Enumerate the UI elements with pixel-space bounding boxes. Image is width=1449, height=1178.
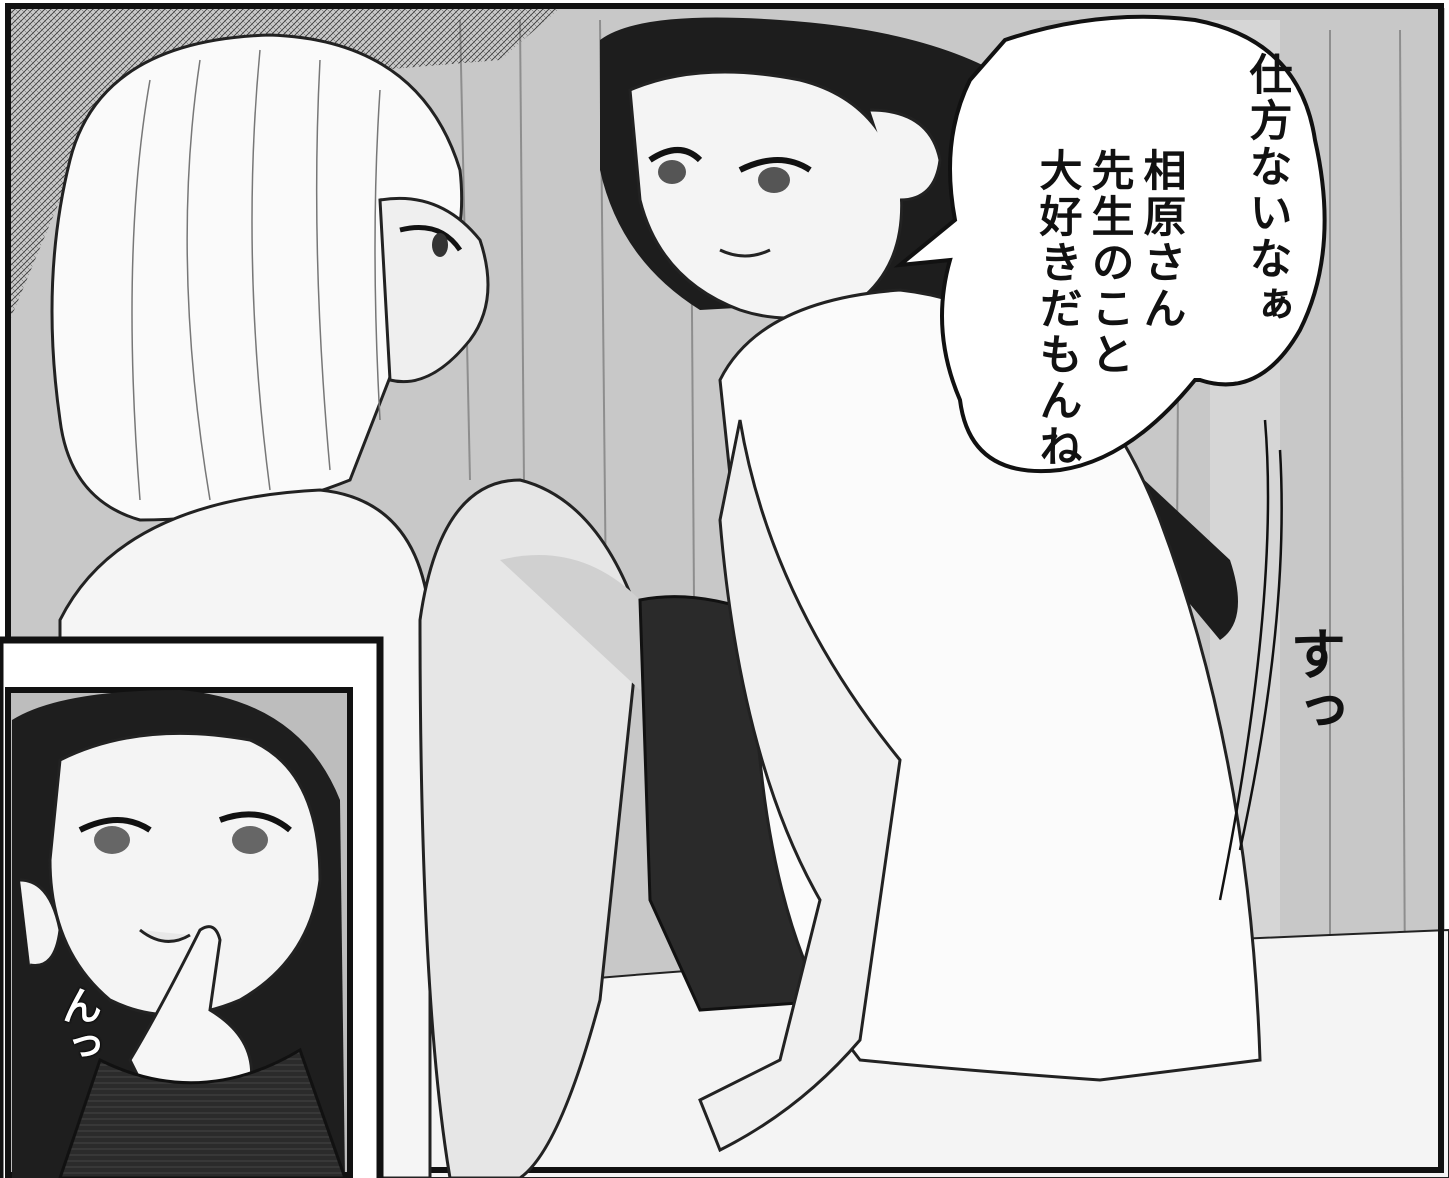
sfx-main-panel: すっ bbox=[1281, 625, 1346, 737]
speech-line-1: 仕方ないなぁ bbox=[1242, 52, 1292, 328]
inset-girl-sweater bbox=[58, 1047, 347, 1178]
inset-girl-face bbox=[48, 731, 322, 1017]
legs bbox=[418, 478, 642, 1178]
speech-bubble bbox=[893, 14, 1327, 474]
speech-line-3: 先生のこと bbox=[1084, 148, 1134, 378]
blonde-girl-face bbox=[378, 196, 490, 384]
dark-girl-face bbox=[628, 70, 904, 320]
speech-line-2: 相原さん bbox=[1136, 148, 1186, 332]
dark-girl-arm bbox=[698, 419, 902, 1153]
inset-panel bbox=[0, 636, 384, 1178]
motion-lines bbox=[1218, 419, 1283, 901]
sfx-inset-panel: んっ bbox=[55, 985, 101, 1065]
speech-bubble-shape bbox=[893, 14, 1327, 474]
speech-line-4: 大好きだもんね bbox=[1032, 148, 1082, 470]
dark-haired-girl bbox=[600, 17, 1262, 1153]
